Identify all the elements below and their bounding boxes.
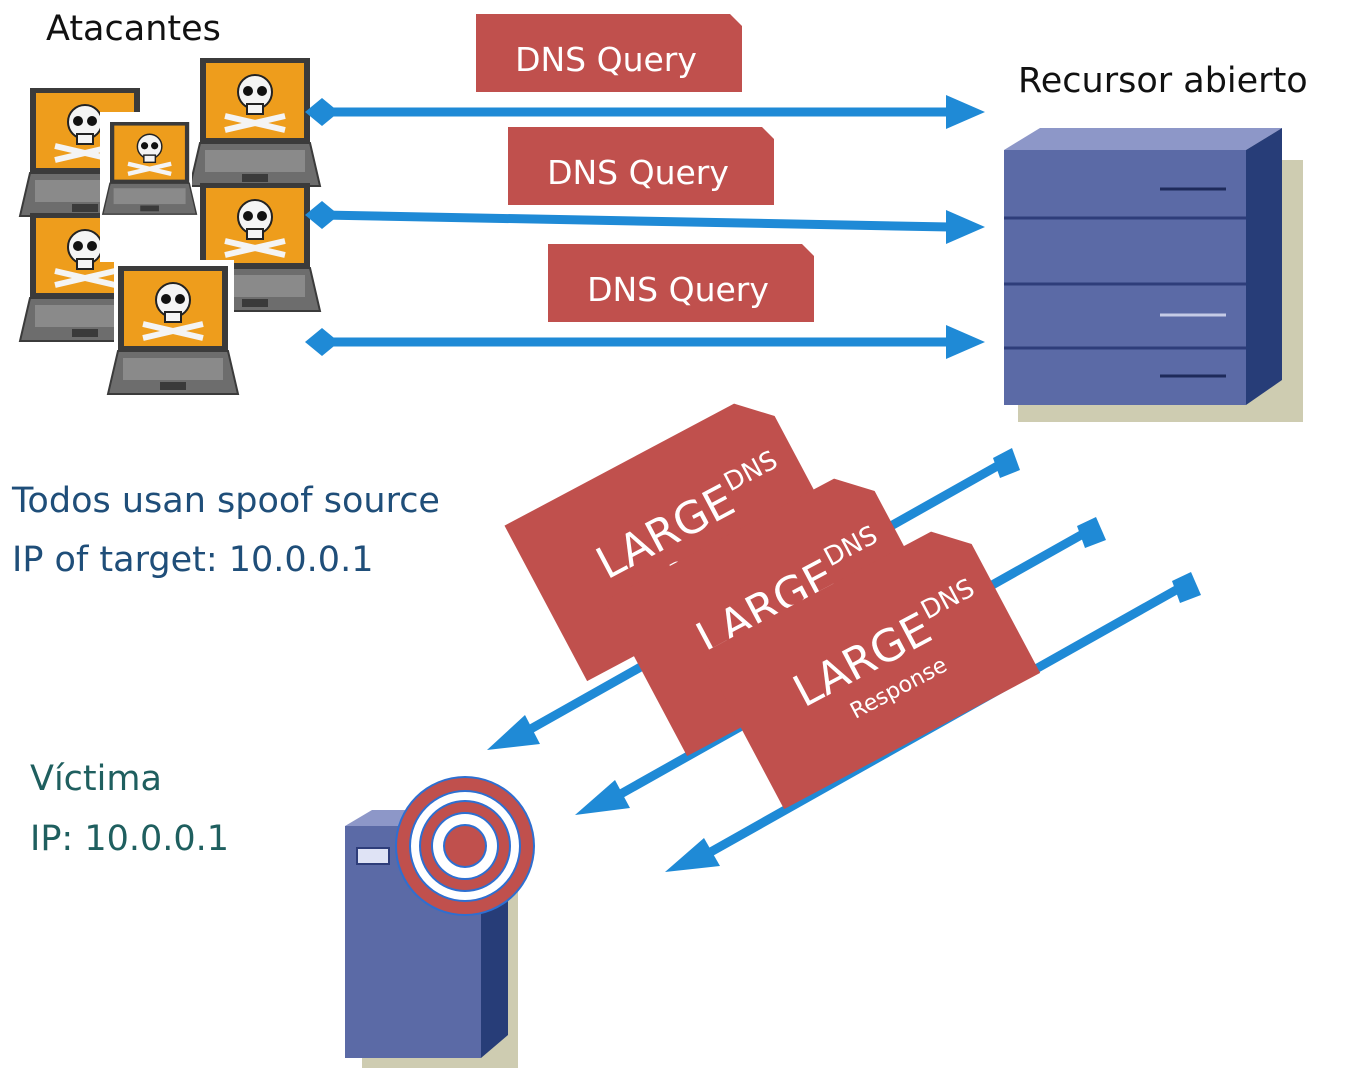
- query-packets: DNS Query DNS Query DNS Query: [476, 14, 814, 322]
- query-arrow-1: [305, 95, 985, 129]
- spoof-note-line1: Todos usan spoof source: [12, 481, 440, 521]
- query-packet-2: DNS Query: [508, 127, 774, 205]
- query-arrow-3: [305, 325, 985, 359]
- response-packet-3: LARGE DNS Response: [701, 531, 1041, 810]
- laptop-skull-icon: [103, 122, 197, 214]
- query-arrows: [305, 95, 985, 359]
- spoof-note-line2: IP of target: 10.0.0.1: [12, 540, 374, 580]
- attackers-label: Atacantes: [46, 9, 221, 49]
- laptop-skull-icon: [108, 266, 238, 394]
- laptop-skull-icon: [190, 58, 320, 186]
- query-arrow-2: [305, 201, 985, 244]
- target-icon: [395, 776, 535, 916]
- query-label: DNS Query: [587, 270, 769, 309]
- server-icon: [1004, 128, 1303, 422]
- resolver-label: Recursor abierto: [1018, 61, 1308, 101]
- attackers-group: [20, 58, 320, 405]
- victim-label-line1: Víctima: [30, 759, 162, 799]
- response-packet-1: LARGE DNS R: [504, 403, 844, 682]
- query-packet-3: DNS Query: [548, 244, 814, 322]
- query-label: DNS Query: [547, 153, 729, 192]
- victim-label-line2: IP: 10.0.0.1: [30, 819, 230, 859]
- query-label: DNS Query: [515, 40, 697, 79]
- response-packets: LARGE DNS R LARGE DNS LARGE DNS Response: [504, 403, 1041, 810]
- query-packet-1: DNS Query: [476, 14, 742, 92]
